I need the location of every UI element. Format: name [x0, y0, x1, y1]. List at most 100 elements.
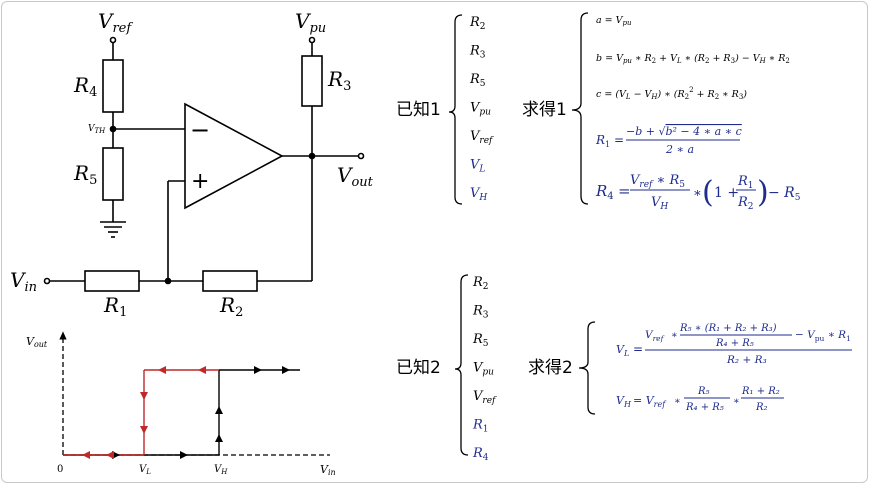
resistor-r4: [102, 59, 124, 113]
low-to-high-path: [63, 369, 300, 456]
eq-b: b = Vpu ∗ R2 + VL ∗ (R2 + R3) − VH ∗ R2: [596, 53, 790, 65]
r4-label: R4: [73, 73, 97, 100]
known-1-label: 已知1: [396, 100, 441, 120]
svg-text:R₅ ∗ (R₁ + R₂ + R₃): R₅ ∗ (R₁ + R₂ + R₃): [679, 323, 777, 334]
op-amp-symbol: [184, 102, 284, 210]
svg-text:R1: R1: [595, 133, 610, 149]
svg-text:R₂ + R₃: R₂ + R₃: [726, 354, 767, 366]
known-1-item-r-2: R2: [469, 15, 486, 32]
svg-text:VH: VH: [616, 394, 632, 409]
known-1-item-v-ref: Vref: [470, 129, 494, 146]
circuit-labels: Vref Vpu R4 R3 VTH R5 − + Vout Vin R1 R2: [10, 9, 374, 320]
known-2-label: 已知2: [396, 358, 441, 378]
find-1-label: 求得1: [522, 100, 567, 120]
svg-text:∗: ∗: [674, 396, 681, 407]
vout-terminal: [357, 152, 365, 160]
known-1-brace: [448, 14, 463, 205]
find-1-brace: [571, 12, 589, 205]
svg-text:R₄ + R₅: R₄ + R₅: [685, 402, 724, 413]
known-2-item-r-5: R5: [472, 332, 489, 349]
eq-vl: VL = Vref ∗ R₅ ∗ (R₁ + R₂ + R₃) R₄ + R₅ …: [616, 323, 852, 366]
vin-terminal: [43, 277, 51, 285]
vth-label: VTH: [88, 124, 106, 135]
svg-text:=: =: [618, 182, 631, 200]
known-1-item-r-3: R3: [469, 44, 486, 61]
svg-text:−b + √b² − 4 ∗ a ∗ c: −b + √b² − 4 ∗ a ∗ c: [626, 125, 742, 138]
known-2-item-r-4: R4: [472, 446, 489, 463]
r2-label: R2: [219, 293, 243, 320]
direction-arrows: [82, 366, 290, 459]
svg-text:− R5: − R5: [768, 185, 801, 203]
svg-text:R₂: R₂: [755, 402, 768, 413]
known-1-item-v-H: VH: [470, 186, 487, 203]
eq-a: a = Vpu: [596, 15, 632, 27]
eq-vh: VH = Vref ∗ R₅ R₄ + R₅ ∗ R₁ + R₂ R₂: [616, 386, 784, 413]
resistor-r5: [102, 147, 124, 201]
svg-text:R1: R1: [737, 174, 754, 191]
graph-xlabel: Vin: [320, 463, 336, 477]
svg-text:R₅: R₅: [697, 386, 710, 397]
svg-text:Vref: Vref: [645, 329, 665, 343]
svg-text:2 ∗ a: 2 ∗ a: [665, 143, 694, 156]
known-2-item-v-ref: Vref: [473, 389, 497, 406]
svg-text:=: =: [633, 342, 643, 356]
graph-ylabel: Vout: [26, 335, 48, 349]
svg-text:=: =: [614, 133, 624, 147]
svg-text:− Vpu ∗ R1: − Vpu ∗ R1: [795, 329, 851, 343]
eq-r4: R4 = Vref ∗ R5 VH ∗ ( 1 + R1 R2 ) − R5: [595, 173, 801, 212]
vpu-label: Vpu: [295, 9, 326, 36]
known-1-item-v-pu: Vpu: [470, 101, 491, 118]
resistor-r1: [84, 270, 140, 292]
vpu-terminal: [308, 36, 316, 44]
svg-text:): ): [757, 175, 769, 210]
vref-terminal: [109, 36, 117, 44]
r1-label: R1: [103, 293, 127, 320]
vref-label: Vref: [98, 9, 133, 36]
svg-text:∗: ∗: [693, 186, 702, 201]
plus-input-label: +: [191, 169, 209, 194]
svg-text:= Vref: = Vref: [633, 394, 667, 409]
svg-text:R2: R2: [737, 195, 754, 212]
vout-label: Vout: [337, 163, 374, 190]
known-2-brace: [454, 274, 469, 456]
svg-text:R₄ + R₅: R₄ + R₅: [715, 338, 754, 349]
svg-text:R4: R4: [595, 182, 614, 202]
svg-text:VL: VL: [616, 343, 629, 358]
known-2-item-r-1: R1: [472, 418, 489, 435]
vin-label: Vin: [10, 268, 37, 295]
known-2-item-v-pu: Vpu: [473, 361, 494, 378]
resistor-r2: [202, 270, 258, 292]
high-to-low-path: [63, 369, 219, 456]
svg-text:Vref ∗ R5: Vref ∗ R5: [630, 173, 685, 190]
svg-text:1 +: 1 +: [714, 185, 739, 201]
svg-text:VH: VH: [651, 195, 668, 212]
circuit-diagram: [43, 36, 365, 292]
known-2-item-r-2: R2: [472, 275, 489, 292]
eq-c: c = (VL − VH) ∗ (R22 + R2 ∗ R3): [596, 86, 747, 101]
find-2-label: 求得2: [528, 358, 573, 378]
hysteresis-graph: Vout 0 VL: [26, 331, 336, 477]
known-2-item-r-3: R3: [472, 304, 489, 321]
r3-label: R3: [327, 67, 351, 94]
find-2-brace: [578, 321, 596, 415]
eq-r1: R1 = −b + √b² − 4 ∗ a ∗ c 2 ∗ a: [595, 125, 742, 156]
graph-origin-label: 0: [57, 464, 63, 475]
resistor-r3: [301, 55, 323, 107]
svg-text:∗: ∗: [671, 330, 678, 341]
graph-vh-label: VH: [214, 464, 228, 476]
svg-text:∗: ∗: [733, 396, 740, 407]
known-1-item-r-5: R5: [469, 72, 486, 89]
r5-label: R5: [73, 161, 97, 188]
svg-text:R₁ + R₂: R₁ + R₂: [741, 386, 780, 397]
svg-text:(: (: [702, 175, 714, 210]
graph-vl-label: VL: [139, 464, 151, 476]
known-1-item-v-L: VL: [470, 158, 485, 175]
minus-input-label: −: [190, 116, 210, 144]
ground-symbol: [100, 221, 126, 238]
